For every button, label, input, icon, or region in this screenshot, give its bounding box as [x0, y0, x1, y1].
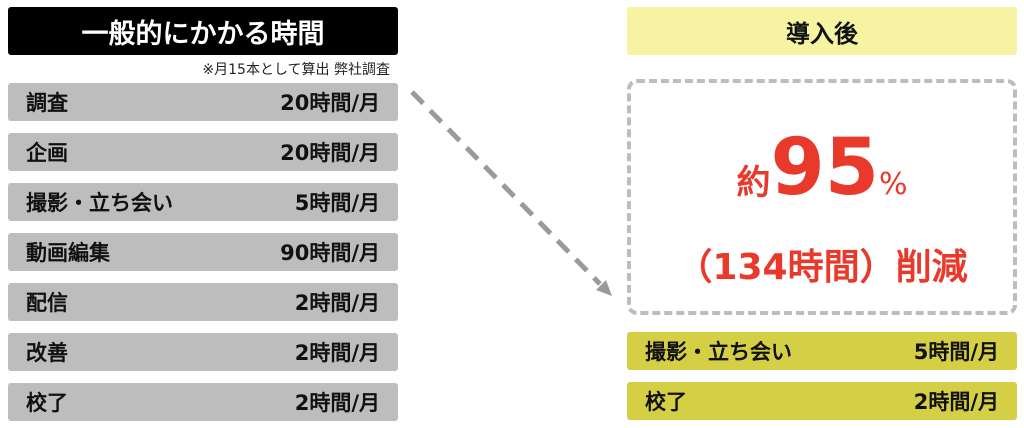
task-time: 2時間/月 — [294, 291, 380, 315]
after-row-proofing: 校了 2時間/月 — [627, 382, 1017, 420]
task-label: 改善 — [26, 341, 68, 365]
task-time: 2時間/月 — [294, 391, 380, 415]
task-row-distribution: 配信 2時間/月 — [8, 283, 398, 321]
task-row-planning: 企画 20時間/月 — [8, 133, 398, 171]
task-time: 2時間/月 — [913, 390, 999, 414]
general-time-header: 一般的にかかる時間 — [8, 7, 398, 55]
percent-unit: % — [879, 167, 908, 202]
task-time: 90時間/月 — [280, 241, 380, 265]
percent-number: 95 — [770, 123, 880, 213]
task-time: 5時間/月 — [913, 340, 999, 364]
after-row-shooting: 撮影・立ち会い 5時間/月 — [627, 332, 1017, 370]
task-time: 20時間/月 — [280, 91, 380, 115]
task-time: 5時間/月 — [294, 191, 380, 215]
task-label: 調査 — [26, 91, 68, 115]
task-label: 配信 — [26, 291, 68, 315]
task-row-editing: 動画編集 90時間/月 — [8, 233, 398, 271]
approx-label: 約 — [736, 163, 771, 203]
reduction-percent: 約95% — [627, 128, 1017, 208]
task-row-proofing: 校了 2時間/月 — [8, 383, 398, 421]
task-label: 校了 — [26, 391, 68, 415]
task-label: 動画編集 — [26, 241, 110, 265]
task-label: 校了 — [645, 390, 687, 414]
task-row-improvement: 改善 2時間/月 — [8, 333, 398, 371]
task-row-shooting: 撮影・立ち会い 5時間/月 — [8, 183, 398, 221]
reduction-hours: （134時間）削減 — [676, 247, 968, 288]
task-label: 撮影・立ち会い — [645, 340, 792, 364]
task-label: 企画 — [26, 141, 68, 165]
task-time: 20時間/月 — [280, 141, 380, 165]
after-introduction-header: 導入後 — [627, 7, 1017, 55]
task-label: 撮影・立ち会い — [26, 191, 173, 215]
calculation-note: ※月15本として算出 弊社調査 — [202, 62, 390, 78]
result-box — [627, 79, 1017, 315]
task-row-research: 調査 20時間/月 — [8, 83, 398, 121]
task-time: 2時間/月 — [294, 341, 380, 365]
